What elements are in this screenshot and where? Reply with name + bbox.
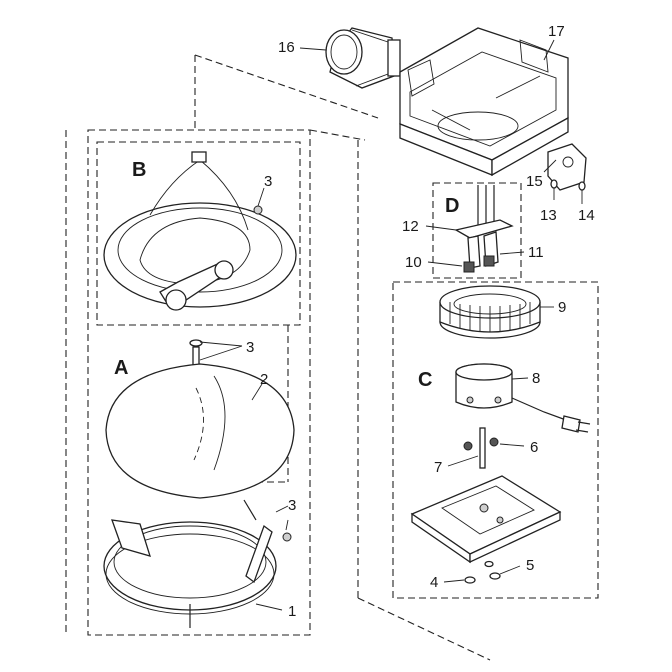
- callout-3-top: 3: [264, 173, 272, 190]
- group-label-d: D: [445, 195, 459, 217]
- callout-10: 10: [405, 254, 422, 271]
- duct-connector: [325, 27, 401, 89]
- callout-3-middle: 3: [246, 339, 254, 356]
- lens-cover: [105, 363, 295, 499]
- group-label-c: C: [418, 369, 432, 391]
- callout-15: 15: [526, 173, 543, 190]
- callout-9: 9: [558, 299, 566, 316]
- group-outline-a: [65, 54, 379, 636]
- group-label-a: A: [114, 357, 128, 379]
- callout-17: 17: [548, 23, 565, 40]
- callout-3-lower: 3: [288, 497, 296, 514]
- callout-13: 13: [540, 207, 557, 224]
- motor-bracket-assembly: [454, 185, 514, 273]
- grille-frame: [103, 499, 292, 628]
- motor-hardware: [463, 427, 499, 469]
- fan-housing: [399, 27, 587, 191]
- motor-plate: [410, 475, 562, 564]
- group-outline-c: [357, 140, 599, 661]
- guide-dashes: [245, 325, 289, 483]
- motor: [455, 363, 591, 433]
- blower-wheel: [439, 285, 541, 339]
- callout-5: 5: [526, 557, 534, 574]
- group-outline-d: [432, 182, 522, 279]
- callout-4: 4: [430, 574, 438, 591]
- callout-2: 2: [260, 371, 268, 388]
- callout-11: 11: [528, 244, 544, 261]
- callout-12: 12: [402, 218, 419, 235]
- callout-1: 1: [288, 603, 296, 620]
- plate-hardware: [464, 179, 586, 584]
- group-outline-b: [96, 141, 301, 326]
- callout-16: 16: [278, 39, 295, 56]
- callout-14: 14: [578, 207, 595, 224]
- callout-6: 6: [530, 439, 538, 456]
- light-plate: [103, 151, 297, 311]
- group-label-b: B: [132, 159, 146, 181]
- callout-8: 8: [532, 370, 540, 387]
- callout-7: 7: [434, 459, 442, 476]
- leader-lines: [199, 39, 583, 611]
